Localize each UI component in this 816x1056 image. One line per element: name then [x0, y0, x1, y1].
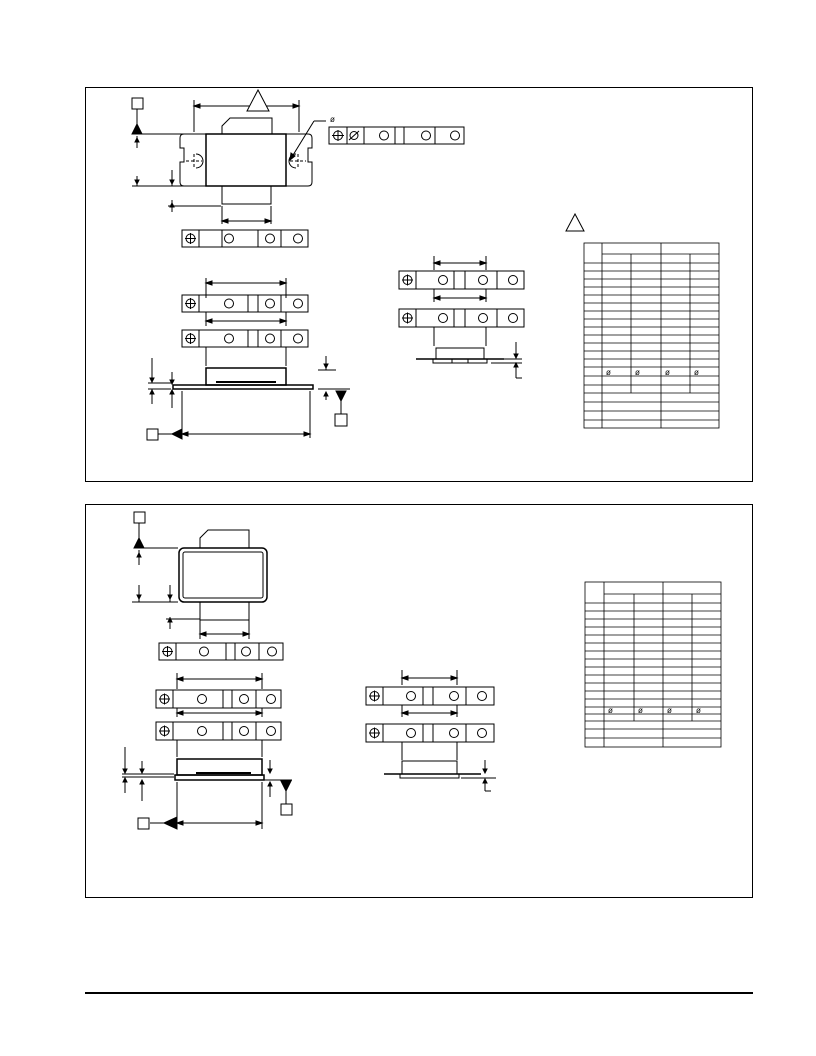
svg-text:ø: ø — [696, 706, 701, 715]
feature-control-frame — [398, 270, 525, 290]
svg-text:ø: ø — [638, 706, 643, 715]
feature-control-frame-top — [328, 126, 465, 145]
table-diameter-symbols-2: ø ø ø ø — [608, 706, 701, 715]
datum-triangle — [162, 816, 178, 830]
footer-rule — [85, 992, 753, 994]
datum-triangle — [170, 428, 183, 440]
svg-text:ø: ø — [606, 368, 611, 377]
package-outline-drawing-2: ø ø ø ø — [122, 511, 722, 830]
package-drawing-panel-1: ø — [85, 87, 753, 482]
diameter-callout: ø — [330, 115, 335, 124]
dimension-table-2 — [584, 581, 722, 748]
table-diameter-symbols-1: ø ø ø ø — [606, 368, 699, 377]
package-outline-drawing-1: ø — [131, 88, 720, 441]
feature-control-frame — [398, 308, 525, 328]
feature-control-frame — [155, 689, 282, 709]
datum-box — [334, 413, 348, 427]
datum-box — [280, 803, 293, 816]
datum-box — [133, 511, 146, 524]
feature-control-frame — [181, 229, 309, 248]
datum-box — [137, 817, 150, 830]
svg-text:ø: ø — [667, 706, 672, 715]
datum-box — [131, 97, 144, 110]
datum-triangle — [133, 536, 145, 549]
svg-text:ø: ø — [694, 368, 699, 377]
dimension-table-1 — [583, 242, 720, 429]
svg-text:ø: ø — [665, 368, 670, 377]
feature-control-frame — [158, 642, 284, 661]
feature-control-frame — [365, 686, 495, 706]
feature-control-frame — [365, 723, 495, 743]
svg-text:ø: ø — [608, 706, 613, 715]
revision-triangle — [565, 212, 585, 232]
feature-control-frame — [181, 294, 309, 313]
svg-text:ø: ø — [635, 368, 640, 377]
revision-triangle — [246, 88, 270, 112]
datum-triangle — [280, 780, 292, 793]
datum-triangle — [335, 390, 347, 403]
feature-control-frame — [181, 329, 309, 348]
package-drawing-panel-2: ø ø ø ø — [85, 504, 753, 898]
datum-box — [146, 428, 159, 441]
datum-triangle — [131, 122, 143, 135]
feature-control-frame — [155, 721, 282, 741]
